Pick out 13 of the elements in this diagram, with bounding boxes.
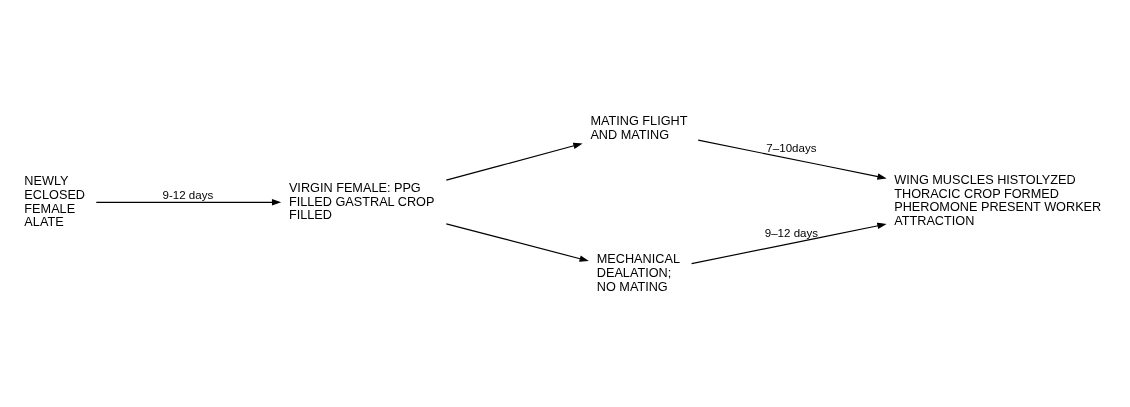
node-text: WING MUSCLES HISTOLYZED THORACIC CROP FORMED PHEROMONE PRESENT WORKER ATTRACTION	[894, 172, 1102, 229]
node-text: MECHANICAL DEALATION; NO MATING	[596, 252, 680, 295]
arrow	[697, 139, 887, 180]
node-text: MATING FLIGHT AND MATING	[590, 113, 688, 142]
node-text: VIRGIN FEMALE: PPG FILLED GASTRAL CROP FILLED	[288, 180, 435, 223]
edge-label: 7–10days	[766, 141, 817, 154]
arrow	[95, 199, 282, 206]
node-text: NEWLY ECLOSED FEMALE ALATE	[24, 173, 86, 230]
edge-label: 9-12 days	[162, 188, 214, 201]
arrow	[445, 142, 583, 181]
arrow	[445, 223, 589, 262]
edge-label: 9–12 days	[764, 227, 819, 239]
arrow	[691, 222, 887, 265]
